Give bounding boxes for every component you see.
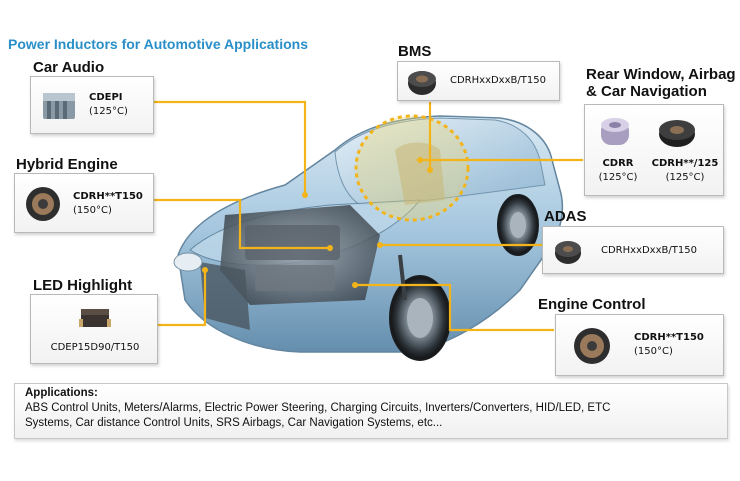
applications-line-2: Systems, Car distance Control Units, SRS… — [25, 417, 443, 429]
bms-part: CDRHxxDxxB/T150 — [450, 75, 546, 86]
car-audio-heading: Car Audio — [33, 59, 105, 76]
rear-window-part2-temp: (125°C) — [665, 172, 705, 183]
car-body — [173, 115, 564, 361]
rear-window-heading: Rear Window, Airbag & Car Navigation — [586, 66, 736, 100]
engine-control-heading: Engine Control — [538, 296, 646, 313]
bms-heading: BMS — [398, 43, 432, 60]
inductor-cdep15d90-icon — [79, 309, 111, 327]
inductor-cdrhxxdxxb-icon — [408, 71, 436, 95]
inductor-cdepi-icon — [43, 93, 75, 119]
rear-window-heading-line1: Rear Window, Airbag — [586, 66, 736, 83]
bms-card: CDRHxxDxxB/T150 — [397, 61, 560, 101]
cabin-highlight — [354, 114, 470, 222]
car-audio-part: CDEPI (125°C) — [89, 91, 128, 119]
adas-card: CDRHxxDxxB/T150 — [542, 226, 724, 274]
hybrid-engine-part-temp: (150°C) — [73, 205, 112, 216]
hybrid-engine-part: CDRH**T150 (150°C) — [73, 190, 143, 218]
car-audio-card: CDEPI (125°C) — [30, 76, 154, 134]
rear-window-card: CDRR (125°C) CDRH**/125 (125°C) — [584, 104, 724, 196]
applications-line-1: ABS Control Units, Meters/Alarms, Electr… — [25, 402, 611, 414]
inductor-cdrh-125-icon — [659, 120, 695, 147]
rear-window-part1: CDRR (125°C) — [591, 157, 645, 185]
hybrid-engine-heading: Hybrid Engine — [16, 156, 118, 173]
rear-window-part2-name: CDRH**/125 — [651, 158, 719, 169]
rear-window-part1-name: CDRR — [602, 158, 634, 169]
rear-window-part2: CDRH**/125 (125°C) — [647, 157, 723, 185]
inductor-cdrh-t150-icon — [26, 187, 60, 221]
led-highlight-part: CDEP15D90/T150 — [50, 342, 140, 353]
connector-dots — [202, 157, 433, 288]
hybrid-engine-part-name: CDRH**T150 — [73, 191, 143, 202]
adas-part: CDRHxxDxxB/T150 — [601, 245, 697, 256]
hybrid-engine-card: CDRH**T150 (150°C) — [14, 173, 154, 233]
led-highlight-heading: LED Highlight — [33, 277, 133, 294]
inductor-cdrr-icon — [601, 118, 629, 145]
led-highlight-card: CDEP15D90/T150 — [30, 294, 158, 364]
engine-control-part: CDRH**T150 (150°C) — [634, 331, 704, 359]
connector-lines — [153, 100, 583, 332]
rear-window-heading-line2: & Car Navigation — [586, 83, 707, 100]
rear-window-part1-temp: (125°C) — [598, 172, 638, 183]
applications-title: Applications: — [25, 387, 98, 399]
engine-control-card: CDRH**T150 (150°C) — [555, 314, 724, 376]
adas-heading: ADAS — [544, 208, 587, 225]
engine-control-part-name: CDRH**T150 — [634, 332, 704, 343]
car-audio-part-temp: (125°C) — [89, 106, 128, 117]
applications-box: Applications: ABS Control Units, Meters/… — [14, 383, 728, 439]
car-audio-part-name: CDEPI — [89, 92, 123, 103]
engine-control-part-temp: (150°C) — [634, 346, 673, 357]
inductor-adas-icon — [555, 241, 581, 264]
inductor-engine-control-icon — [574, 328, 610, 364]
page-title: Power Inductors for Automotive Applicati… — [8, 36, 308, 52]
